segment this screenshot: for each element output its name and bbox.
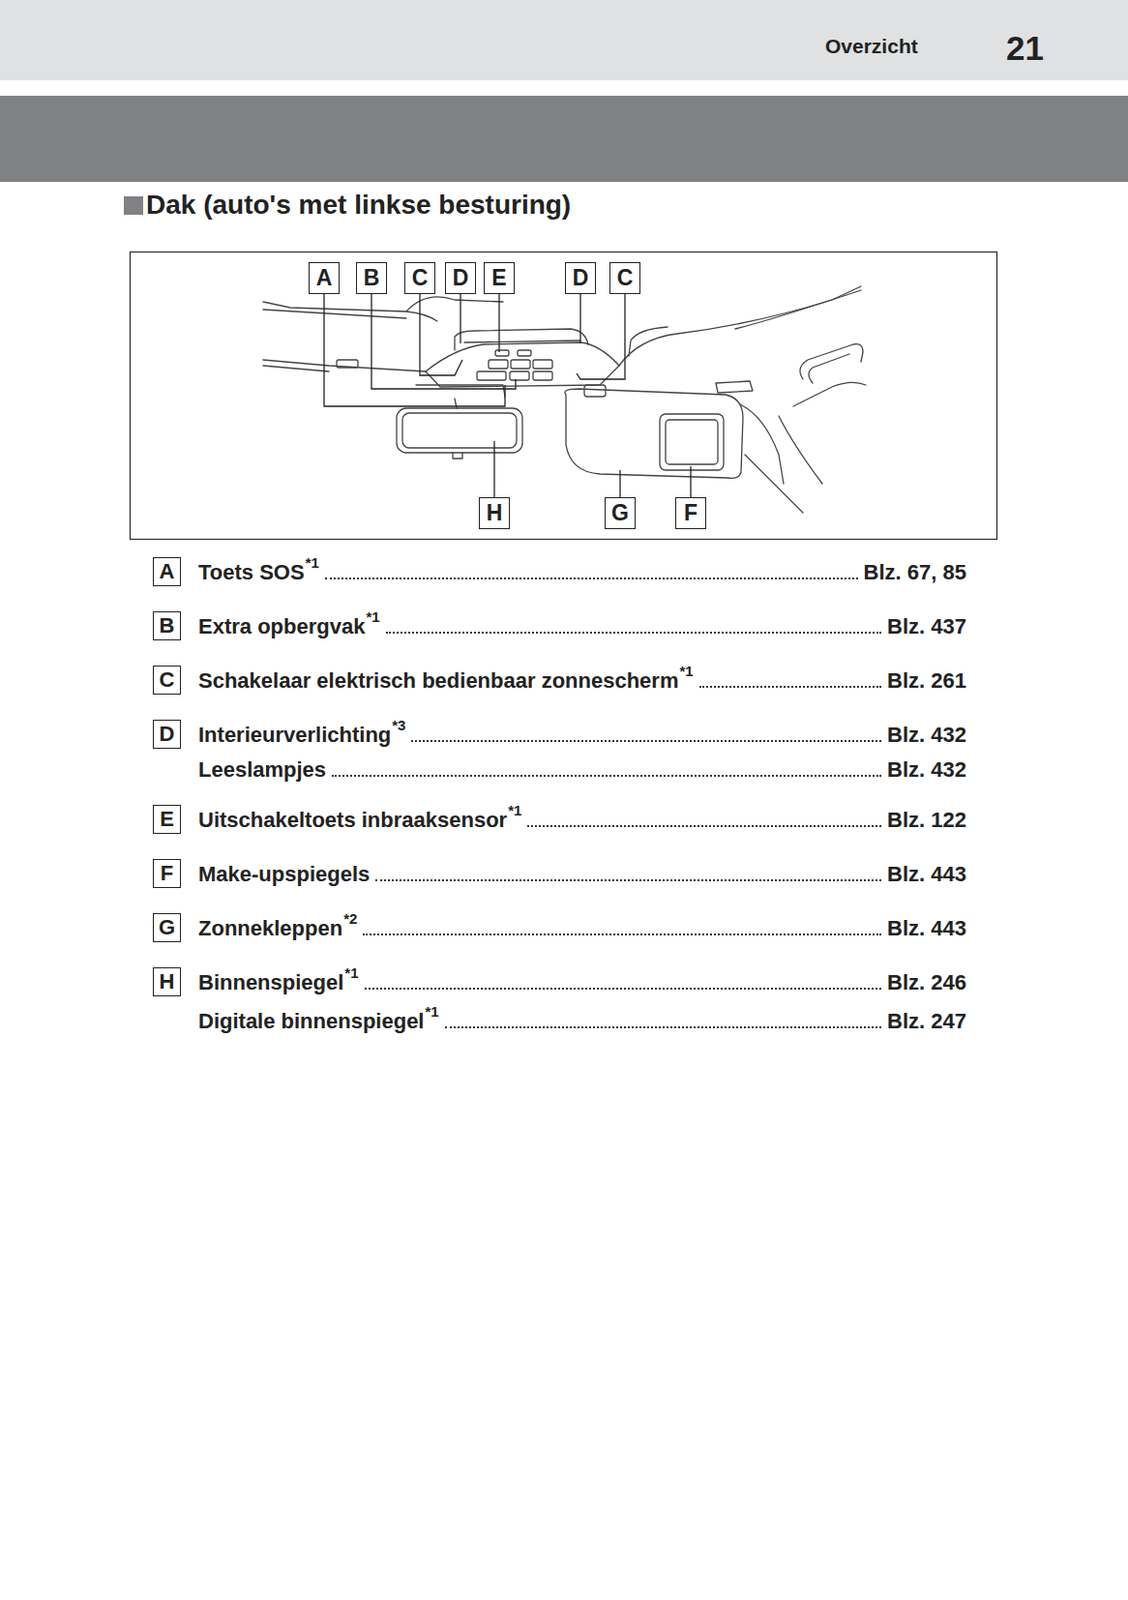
footnote-mark: *1 — [507, 797, 522, 825]
list-row: Schakelaar elektrisch bedienbaar zonnesc… — [198, 665, 967, 695]
list-row: Extra opbergvak*1Blz. 437 — [198, 611, 967, 641]
footnote-mark: *1 — [344, 959, 358, 987]
callout-letter: C — [609, 262, 641, 295]
dot-leader — [375, 879, 882, 882]
dot-leader — [411, 740, 882, 743]
list-row: Zonnekleppen*2Blz. 443 — [198, 913, 967, 943]
item-name: Toets SOS — [198, 559, 305, 587]
dot-leader — [364, 987, 883, 990]
dot-leader — [527, 825, 882, 828]
item-name: Schakelaar elektrisch bedienbaar zonnesc… — [198, 667, 679, 695]
list-row: Leeslampjes Blz. 432 — [198, 754, 967, 784]
legend-letter: C — [152, 665, 181, 695]
page-reference: Blz. 122 — [887, 806, 967, 834]
dot-leader — [699, 685, 882, 688]
item-name: Digitale binnenspiegel — [198, 1008, 424, 1036]
callout-letter: D — [445, 262, 476, 295]
dot-leader — [362, 933, 882, 936]
list-row: Make-upspiegels Blz. 443 — [198, 859, 967, 889]
legend-letter: F — [152, 859, 181, 889]
legend-letter: E — [152, 804, 181, 834]
list-row: Uitschakeltoets inbraaksensor*1Blz. 122 — [198, 804, 967, 834]
item-name: Uitschakeltoets inbraaksensor — [198, 806, 507, 834]
legend-letter: D — [152, 719, 181, 749]
page-reference: Blz. 432 — [887, 756, 967, 784]
page-reference: Blz. 247 — [887, 1008, 967, 1036]
footnote-mark: *1 — [679, 657, 693, 685]
callout-letter: C — [404, 262, 436, 295]
dot-leader — [325, 577, 859, 580]
figure-frame — [130, 252, 998, 540]
legend-letter: B — [152, 611, 181, 641]
callout-letter: D — [564, 262, 596, 295]
page-reference: Blz. 246 — [887, 969, 967, 997]
leader-lines — [324, 294, 691, 498]
footnote-mark: *3 — [391, 712, 406, 740]
footnote-mark: *1 — [305, 549, 320, 577]
page-reference: Blz. 437 — [887, 613, 967, 641]
section-title: Dak (auto's met linkse besturing) — [146, 189, 571, 221]
item-name: Zonnekleppen — [198, 915, 343, 943]
page-reference: Blz. 443 — [887, 915, 967, 943]
legend-letter: A — [152, 557, 181, 587]
chapter-name: Overzicht — [825, 34, 919, 59]
item-name: Interieurverlichting — [198, 721, 391, 749]
list-row: Toets SOS*1Blz. 67, 85 — [198, 557, 967, 587]
callout-letter: H — [478, 497, 510, 530]
legend-letter: G — [152, 913, 181, 943]
page-reference: Blz. 432 — [887, 721, 967, 749]
item-name: Make-upspiegels — [198, 860, 370, 889]
callout-letter: F — [675, 497, 707, 530]
list-row: Interieurverlichting*3Blz. 432 — [198, 719, 967, 749]
footnote-mark: *1 — [424, 998, 439, 1026]
header-bar — [0, 0, 1128, 81]
list-row: Digitale binnenspiegel*1Blz. 247 — [198, 1006, 967, 1036]
title-square — [123, 196, 144, 215]
section-band — [0, 95, 1128, 182]
dot-leader — [331, 774, 882, 777]
page-reference: Blz. 443 — [887, 860, 967, 889]
legend-letter: H — [152, 967, 181, 997]
callout-letter: E — [483, 262, 515, 295]
footnote-mark: *2 — [343, 905, 357, 933]
roof-illustration — [263, 286, 866, 513]
dot-leader — [385, 631, 882, 634]
page-reference: Blz. 261 — [887, 667, 967, 695]
item-name: Binnenspiegel — [198, 969, 344, 997]
callout-letter: G — [604, 497, 636, 530]
callout-letter: B — [356, 262, 387, 295]
item-name: Leeslampjes — [198, 756, 327, 784]
footnote-mark: *1 — [365, 603, 380, 631]
dot-leader — [445, 1026, 882, 1029]
page-reference: Blz. 67, 85 — [863, 559, 967, 587]
page-number: 21 — [1006, 29, 1044, 68]
item-name: Extra opbergvak — [198, 613, 365, 641]
callout-letter: A — [308, 262, 340, 295]
list-row: Binnenspiegel*1Blz. 246 — [198, 967, 967, 997]
